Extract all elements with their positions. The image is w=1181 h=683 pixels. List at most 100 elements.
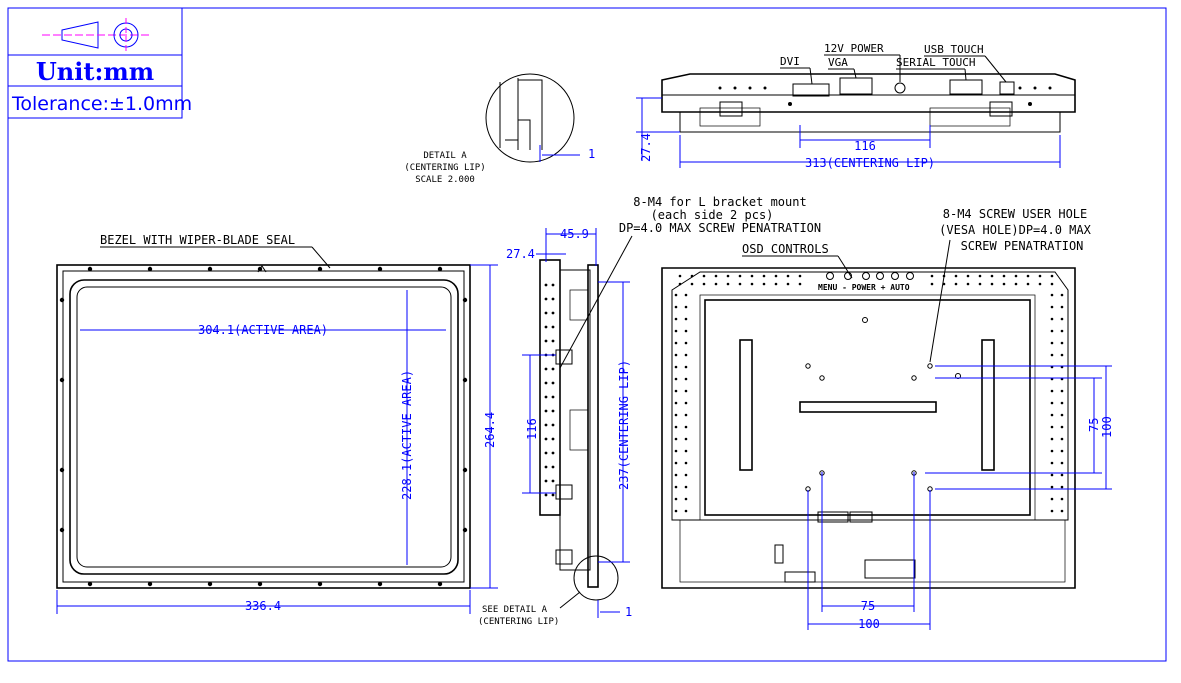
vesa-hole — [805, 363, 811, 369]
top-313-dim: 313(CENTERING LIP) — [805, 156, 935, 170]
active-width-dim: 304.1(ACTIVE AREA) — [198, 323, 328, 337]
side-116-dim: 116 — [525, 418, 539, 440]
side-237-dim: 237(CENTERING LIP) — [617, 360, 631, 490]
vent-hole — [1050, 497, 1054, 501]
vent-hole — [684, 425, 688, 429]
vent-hole — [738, 282, 742, 286]
osd-button — [876, 272, 884, 280]
bezel-screw — [462, 527, 468, 533]
vent-hole — [1014, 274, 1018, 278]
title-block: Unit:mm Tolerance:±1.0mm — [7, 7, 192, 119]
vent-hole — [1050, 449, 1054, 453]
vent-hole — [551, 479, 555, 483]
vent-hole — [1026, 274, 1030, 278]
vent-hole — [750, 274, 754, 278]
bezel-screw — [87, 581, 93, 587]
vent-hole — [1002, 282, 1006, 286]
bezel-label: BEZEL WITH WIPER-BLADE SEAL — [100, 233, 295, 247]
bezel-screw — [59, 467, 65, 473]
osd-button — [906, 272, 914, 280]
tolerance-label: Tolerance:±1.0mm — [11, 93, 192, 115]
vent-hole — [684, 317, 688, 321]
vent-hole — [1050, 473, 1054, 477]
osd-controls-label: OSD CONTROLS — [742, 242, 829, 256]
vent-hole — [978, 274, 982, 278]
vent-hole — [738, 274, 742, 278]
top-height-dim: 27.4 — [639, 133, 653, 162]
screw-hole — [788, 102, 792, 106]
vent-hole — [684, 305, 688, 309]
vent-hole — [1060, 341, 1064, 345]
serial-label: SERIAL TOUCH — [896, 56, 975, 69]
bezel-screw — [377, 266, 383, 272]
osd-button — [826, 272, 834, 280]
side-1-dim: 1 — [625, 605, 632, 619]
vent-hole — [551, 423, 555, 427]
detail-a-dim: 1 — [588, 147, 595, 161]
side-27-4-dim: 27.4 — [506, 247, 535, 261]
vent-hole — [544, 283, 548, 287]
bezel-screw — [462, 467, 468, 473]
vent-hole — [1050, 461, 1054, 465]
bezel-screw — [377, 581, 383, 587]
vent-hole — [684, 461, 688, 465]
vent-hole — [1050, 282, 1054, 286]
bezel-screw — [147, 266, 153, 272]
vent-hole — [674, 473, 678, 477]
vent-hole — [748, 86, 752, 90]
vent-hole — [684, 329, 688, 333]
vent-hole — [1050, 425, 1054, 429]
bracket-note-2: (each side 2 pcs) — [651, 208, 774, 222]
vesa-note-2: (VESA HOLE)DP=4.0 MAX — [939, 223, 1091, 237]
vent-hole — [551, 409, 555, 413]
vent-hole — [674, 497, 678, 501]
vent-hole — [551, 325, 555, 329]
top-116-dim: 116 — [854, 139, 876, 153]
vent-hole — [1050, 274, 1054, 278]
vent-hole — [1060, 425, 1064, 429]
vent-hole — [702, 282, 706, 286]
vent-hole — [930, 282, 934, 286]
vent-hole — [674, 509, 678, 513]
vent-hole — [674, 365, 678, 369]
vent-hole — [674, 377, 678, 381]
vent-hole — [674, 305, 678, 309]
vent-hole — [674, 389, 678, 393]
usb-label: USB TOUCH — [924, 43, 984, 56]
vent-hole — [684, 485, 688, 489]
vent-hole — [684, 389, 688, 393]
vent-hole — [1014, 282, 1018, 286]
vent-hole — [714, 282, 718, 286]
vent-hole — [551, 465, 555, 469]
vent-hole — [1026, 282, 1030, 286]
vent-hole — [1050, 317, 1054, 321]
vent-hole — [978, 282, 982, 286]
vent-hole — [990, 274, 994, 278]
vesa-75-vertical-dim: 75 — [1087, 418, 1101, 432]
vent-hole — [544, 339, 548, 343]
vent-hole — [674, 317, 678, 321]
bezel-screw — [87, 266, 93, 272]
vent-hole — [798, 274, 802, 278]
vesa-hole — [911, 375, 917, 381]
vent-hole — [674, 449, 678, 453]
vent-hole — [702, 274, 706, 278]
top-view: DVI 12V POWER VGA USB TOUCH SERIAL TOUCH… — [636, 42, 1076, 170]
vent-hole — [733, 86, 737, 90]
side-view: 45.9 27.4 116 237(CENTERING LIP) 1 SEE D… — [478, 195, 821, 627]
bezel-screw — [207, 266, 213, 272]
detail-a-subtitle: (CENTERING LIP) — [404, 163, 485, 173]
vent-hole — [1050, 401, 1054, 405]
bezel-screw — [59, 297, 65, 303]
bezel-screw — [59, 377, 65, 383]
vent-hole — [551, 395, 555, 399]
dvi-label: DVI — [780, 55, 800, 68]
vent-hole — [1050, 389, 1054, 393]
vent-hole — [1050, 509, 1054, 513]
dvi-port — [792, 83, 830, 97]
vent-hole — [1060, 437, 1064, 441]
bezel-screw — [437, 266, 443, 272]
vent-hole — [1060, 317, 1064, 321]
vesa-note-1: 8-M4 SCREW USER HOLE — [943, 207, 1088, 221]
vent-hole — [551, 367, 555, 371]
